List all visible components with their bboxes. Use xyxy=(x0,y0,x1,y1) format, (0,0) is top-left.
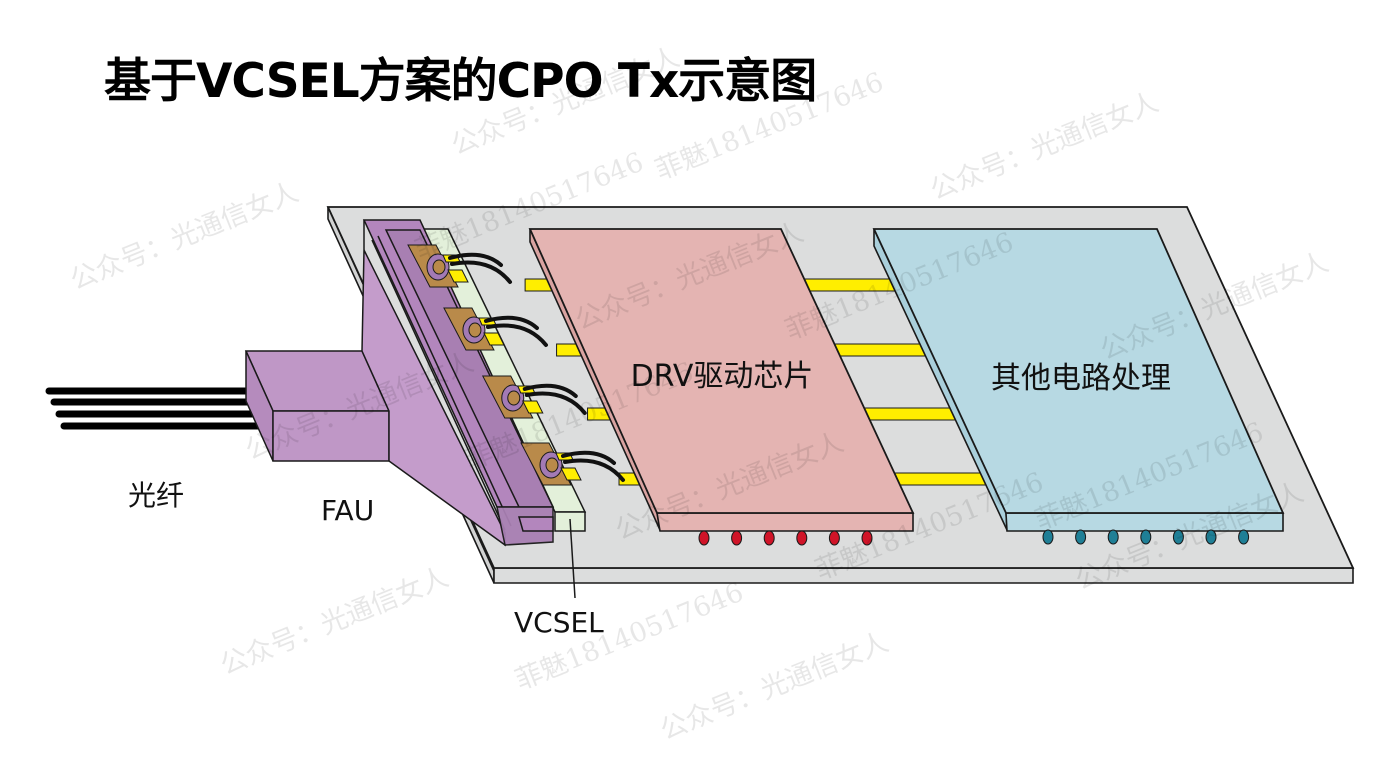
other-chip-top xyxy=(872,228,1285,514)
fau-label: FAU xyxy=(321,494,374,527)
driver-chip-pins xyxy=(698,530,873,546)
fiber-label: 光纤 xyxy=(128,479,184,512)
vcsel-emitter xyxy=(407,244,512,288)
other-pin xyxy=(1140,529,1152,545)
substrate-front-edge xyxy=(493,567,1354,584)
driver-pin xyxy=(763,530,775,546)
bond-wire xyxy=(450,260,512,284)
other-pin xyxy=(1172,529,1184,545)
fiber-bundle xyxy=(45,387,271,430)
vcsel-emitter xyxy=(520,442,625,486)
driver-chip: DRV驱动芯片 xyxy=(528,228,915,546)
fau-inner-front xyxy=(518,516,554,532)
watermark-text: 公众号：光通信女人 xyxy=(216,562,453,682)
fau-groove-line xyxy=(371,239,506,531)
contact-pad xyxy=(521,400,544,414)
other-pin xyxy=(1042,529,1054,545)
contact-pad xyxy=(483,332,505,346)
bond-wire xyxy=(563,458,625,482)
driver-pin xyxy=(796,530,808,546)
fau-groove-line xyxy=(377,235,512,527)
driver-pin xyxy=(828,530,840,546)
bond-wire xyxy=(483,315,539,330)
watermark-text: 菲魅18140517646 xyxy=(651,67,888,187)
bond-wire xyxy=(561,450,616,465)
other-pin xyxy=(1107,529,1119,545)
other-pin xyxy=(1238,529,1250,545)
vcsel-aperture xyxy=(468,322,482,338)
contact-pad xyxy=(447,269,469,283)
vcsel-array xyxy=(407,244,625,486)
watermark-text: 公众号：光通信女人 xyxy=(66,177,303,297)
contact-pad xyxy=(560,467,582,481)
vcsel-label: VCSEL xyxy=(514,606,604,639)
driver-chip-top xyxy=(528,228,915,514)
other-pin xyxy=(1075,529,1087,545)
watermark-text: 公众号：光通信女人 xyxy=(447,42,684,162)
other-circuit-label: 其他电路处理 xyxy=(991,361,1171,396)
vcsel-aperture xyxy=(507,390,521,406)
driver-pin xyxy=(698,530,710,546)
watermark-text: 公众号：光通信女人 xyxy=(926,87,1163,207)
bond-wire xyxy=(448,252,503,267)
vcsel-aperture xyxy=(432,259,446,275)
other-circuit-chip: 其他电路处理 xyxy=(872,228,1285,545)
other-pin xyxy=(1205,529,1217,545)
vcsel-emitter xyxy=(481,375,587,419)
vcsel-leader-line xyxy=(569,518,576,599)
watermark-text: 公众号：光通信女人 xyxy=(656,627,893,747)
fau-block xyxy=(244,219,555,547)
bond-wire xyxy=(524,391,587,415)
other-chip-pins xyxy=(1042,529,1250,545)
bond-wire xyxy=(485,323,548,347)
vcsel-aperture xyxy=(545,457,559,473)
driver-pin xyxy=(861,530,873,546)
bond-wire xyxy=(522,383,578,398)
driver-pin xyxy=(731,530,743,546)
driver-chip-label: DRV驱动芯片 xyxy=(631,359,814,394)
page-title: 基于VCSEL方案的CPO Tx示意图 xyxy=(104,54,817,109)
vcsel-emitter xyxy=(443,307,548,351)
